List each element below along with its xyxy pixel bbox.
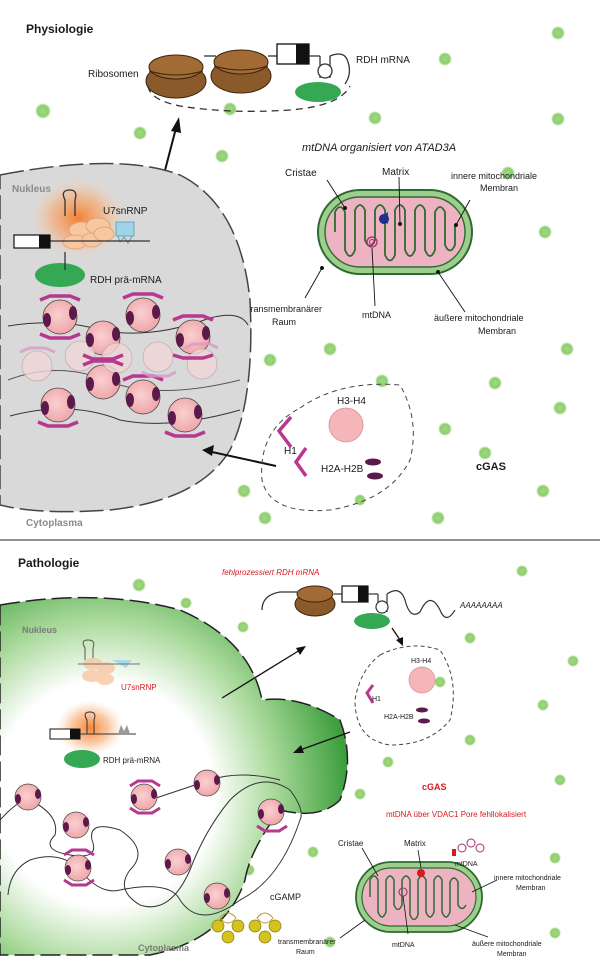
outer-membrane-label-1: äußere mitochondriale	[472, 941, 542, 948]
mtdna-label: mtDNA	[392, 942, 415, 949]
outer-membrane-label-2: Membran	[497, 951, 527, 958]
matrix-label: Matrix	[382, 167, 409, 178]
physiology-title: Physiologie	[26, 22, 94, 36]
arrow-icon	[221, 627, 403, 753]
h2ah2b-label: H2A-H2B	[384, 714, 414, 721]
h2a-h2b-histone	[365, 458, 383, 480]
u7snrnp-icon	[78, 639, 140, 685]
inner-membrane-label-1: innere mitochondriale	[451, 171, 537, 181]
mito-title: mtDNA organisiert von ATAD3A	[302, 142, 456, 154]
mislocalized-label: mtDNA über VDAC1 Pore fehllokalisiert	[386, 810, 527, 819]
nucleosome-icon	[7, 292, 249, 438]
mito-leader-lines	[304, 176, 471, 313]
h1-histone	[276, 415, 308, 478]
mitochondrion-icon	[355, 861, 483, 933]
rdh-pre-mrna-label: RDH prä-mRNA	[103, 756, 161, 765]
transmembrane-label-1: transmembranärer	[278, 939, 336, 946]
transmembrane-label-2: Raum	[272, 317, 296, 327]
h1-label: H1	[372, 696, 381, 703]
h3h4-histone	[328, 407, 364, 443]
mrna-icon	[49, 700, 136, 768]
outer-membrane-label-1: äußere mitochondriale	[434, 313, 524, 323]
ribosomes-label: Ribosomen	[88, 69, 139, 80]
rdh-pre-mrna-label: RDH prä-mRNA	[90, 275, 162, 286]
cytoplasm-label: Cytoplasma	[138, 943, 190, 953]
arrow-icon	[202, 445, 277, 467]
matrix-label: Matrix	[404, 839, 426, 848]
mito-leader-lines	[339, 847, 498, 939]
ribosome-icon	[294, 585, 336, 617]
mtdna-free-label: mtDNA	[455, 861, 478, 868]
cgamp-label: cGAMP	[270, 892, 301, 902]
h1-histone	[365, 684, 375, 704]
cgas-label: cGAS	[476, 461, 506, 473]
cgamp-icon	[211, 912, 282, 944]
h3h4-label: H3-H4	[337, 396, 366, 407]
nucleosome-icon	[0, 769, 302, 916]
h3h4-label: H3-H4	[411, 658, 431, 665]
h3h4-histone	[408, 666, 436, 694]
mtdna-icon	[452, 838, 485, 856]
misprocessed-label: fehlprozessiert RDH mRNA	[222, 568, 319, 577]
polya-label: AAAAAAAA	[459, 601, 503, 610]
physiology-panel: Physiologie Riboso	[0, 22, 574, 529]
cgas-label: cGAS	[422, 782, 447, 792]
outer-membrane-label-2: Membran	[478, 326, 516, 336]
pathology-title: Pathologie	[18, 556, 80, 570]
mtdna-label: mtDNA	[362, 310, 391, 320]
mitochondrion-icon	[317, 189, 473, 275]
inner-membrane-label-1: innere mitochondriale	[494, 875, 561, 882]
mrna-icon	[261, 585, 456, 629]
rdh-mrna-label: RDH mRNA	[356, 55, 410, 66]
cristae-label: Cristae	[285, 168, 317, 179]
cristae-label: Cristae	[338, 839, 364, 848]
inner-membrane-label-2: Membran	[480, 183, 518, 193]
inner-membrane-label-2: Membran	[516, 885, 546, 892]
h2a-h2b-histone	[416, 707, 430, 724]
mrna-icon	[147, 43, 351, 112]
histone-pool	[354, 645, 454, 746]
ribosome-icon	[145, 49, 272, 99]
u7snrnp-label: U7snRNP	[103, 206, 148, 217]
transmembrane-label-2: Raum	[296, 949, 315, 956]
u7snrnp-icon	[13, 178, 150, 287]
pathology-panel: Pathologie Nukleus U7snRNP RDH prä-mRNA	[0, 556, 579, 958]
u7snrnp-label: U7snRNP	[121, 683, 157, 692]
nucleus-label: Nukleus	[12, 184, 51, 195]
h1-label: H1	[284, 446, 297, 457]
h2ah2b-label: H2A-H2B	[321, 464, 364, 475]
cytoplasm-label: Cytoplasma	[26, 518, 83, 529]
nucleus-label: Nukleus	[22, 625, 57, 635]
transmembrane-label-1: transmembranärer	[248, 304, 322, 314]
histone-pool	[261, 383, 414, 512]
